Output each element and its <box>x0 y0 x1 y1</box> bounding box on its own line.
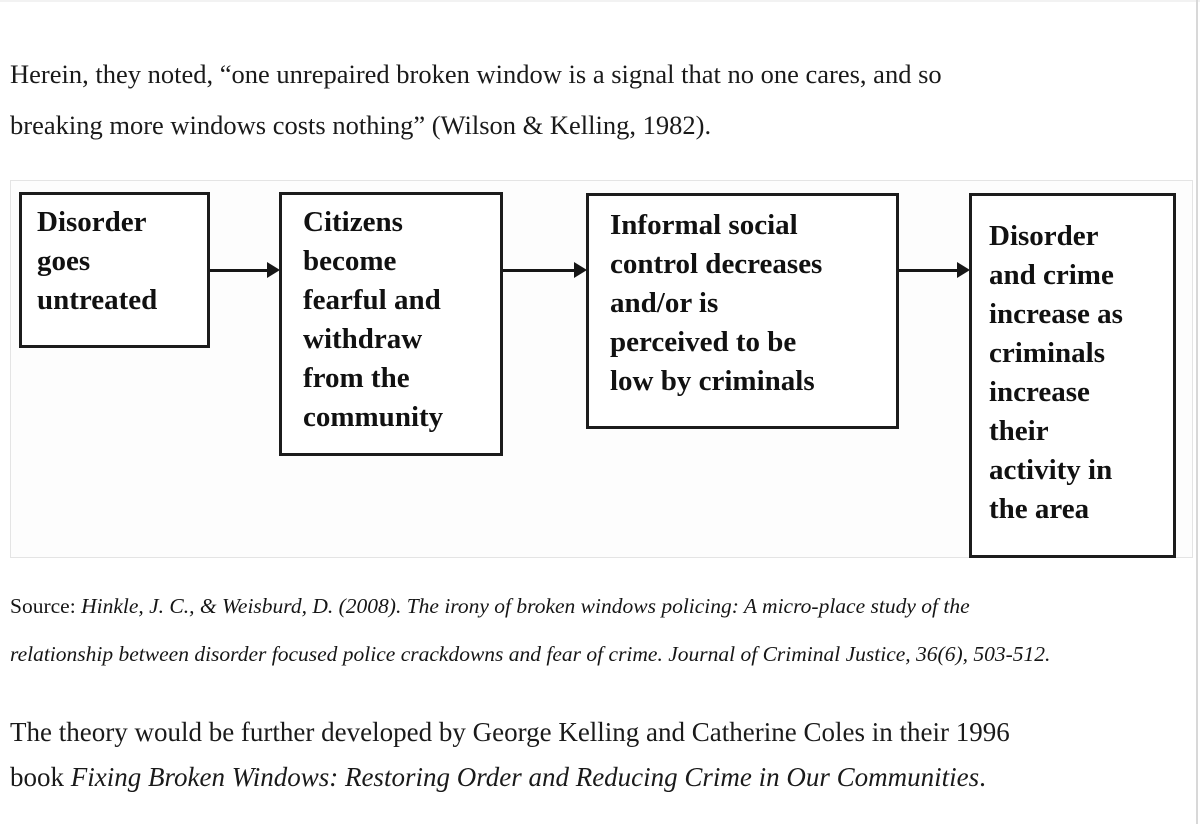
closing-line-1: The theory would be further developed by… <box>10 717 1010 747</box>
closing-paragraph: The theory would be further developed by… <box>10 710 1185 800</box>
intro-line-2: breaking more windows costs nothing” (Wi… <box>10 110 712 140</box>
intro-line-1: Herein, they noted, “one unrepaired brok… <box>10 59 942 89</box>
flow-box-label: Informal social control decreases and/or… <box>610 209 823 397</box>
closing-line2-prefix: book <box>10 762 71 792</box>
source-line-1: Source: Hinkle, J. C., & Weisburd, D. (2… <box>10 582 1180 630</box>
source-caption: Source: Hinkle, J. C., & Weisburd, D. (2… <box>10 582 1180 678</box>
flow-box-label: Disorder goes untreated <box>37 206 158 316</box>
flow-arrow-icon <box>503 262 587 278</box>
book-title: Fixing Broken Windows: Restoring Order a… <box>70 762 980 792</box>
arrow-head <box>957 262 970 278</box>
arrow-shaft <box>210 268 267 272</box>
arrow-shaft <box>899 268 957 272</box>
source-label: Source: <box>10 594 82 618</box>
flow-box-disorder-untreated: Disorder goes untreated <box>19 192 210 348</box>
arrow-head <box>574 262 587 278</box>
flow-box-informal-social-control: Informal social control decreases and/or… <box>586 193 899 429</box>
flow-arrow-icon <box>899 262 970 278</box>
arrow-head <box>267 262 280 278</box>
flow-box-label: Disorder and crime increase as criminals… <box>989 220 1123 525</box>
closing-line-2: book Fixing Broken Windows: Restoring Or… <box>10 755 1185 800</box>
citation-text-part-2: relationship between disorder focused po… <box>10 642 1051 666</box>
flow-box-disorder-crime-increase: Disorder and crime increase as criminals… <box>969 193 1176 558</box>
top-border-line <box>0 0 1200 2</box>
intro-paragraph: Herein, they noted, “one unrepaired brok… <box>10 49 1180 151</box>
broken-windows-flowchart: Disorder goes untreated Citizens become … <box>10 180 1193 558</box>
flow-arrow-icon <box>210 262 280 278</box>
closing-line2-suffix: . <box>979 762 986 792</box>
citation-text-part-1: Hinkle, J. C., & Weisburd, D. (2008). Th… <box>81 594 970 618</box>
page-edge-divider <box>1196 0 1198 824</box>
flow-box-label: Citizens become fearful and withdraw fro… <box>303 206 444 433</box>
flow-box-citizens-fearful: Citizens become fearful and withdraw fro… <box>279 192 503 456</box>
arrow-shaft <box>503 268 574 272</box>
